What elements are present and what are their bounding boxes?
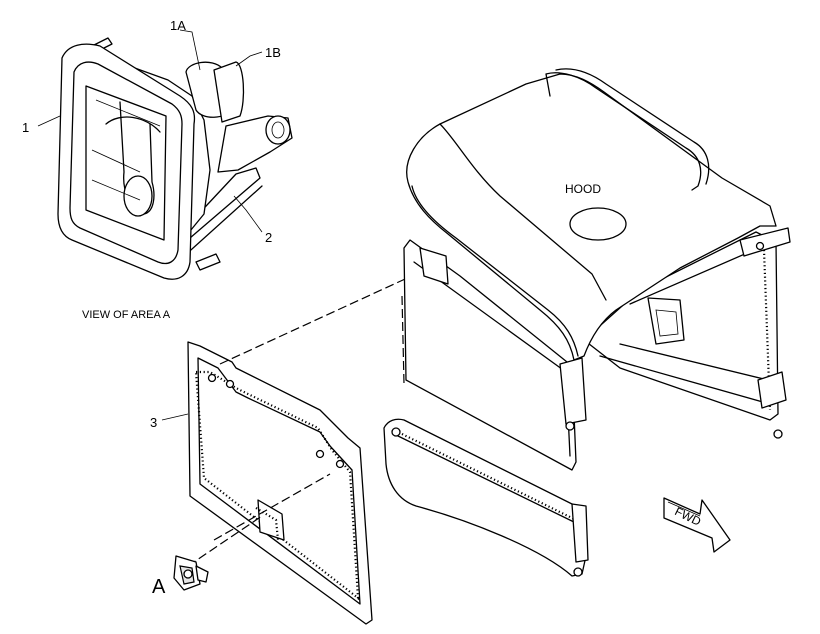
fwd-arrow-shape xyxy=(663,497,731,553)
align-line-3 xyxy=(401,295,405,385)
callout-1b: 1B xyxy=(265,45,281,60)
lamp-nut xyxy=(265,115,291,145)
gasket-cutout xyxy=(257,499,285,541)
area-a-lamp xyxy=(173,555,209,591)
lamp-bezel xyxy=(57,43,196,280)
gasket-perforation xyxy=(194,370,360,601)
lamp-bulb xyxy=(123,175,153,217)
align-line-2 xyxy=(213,473,331,541)
view-caption: VIEW OF AREA A xyxy=(82,309,171,321)
fwd-arrow xyxy=(663,497,731,553)
hood-enclosure xyxy=(383,68,791,577)
leader-1b xyxy=(235,51,263,67)
area-a-label: A xyxy=(152,576,166,598)
alignment-lines xyxy=(187,273,417,567)
align-line-4 xyxy=(187,515,263,567)
gasket-plate xyxy=(187,341,373,625)
lamp-assembly xyxy=(57,37,293,280)
lamp-lens-inner xyxy=(85,85,167,241)
hood-handle xyxy=(545,72,702,191)
callout-2: 2 xyxy=(265,230,272,245)
callout-3: 3 xyxy=(150,415,157,430)
hood-opening xyxy=(569,207,627,241)
leader-2 xyxy=(233,195,263,233)
lamp-stud-bottom xyxy=(195,253,221,271)
lamp-housing-cap xyxy=(213,61,245,123)
leader-1 xyxy=(37,115,61,127)
lamp-bracket xyxy=(175,167,263,259)
leader-1a xyxy=(179,29,201,71)
callout-1: 1 xyxy=(22,120,29,135)
lamp-leaders xyxy=(37,29,263,233)
align-line-1 xyxy=(219,273,417,365)
leader-3 xyxy=(161,413,189,421)
callout-1a: 1A xyxy=(170,18,186,33)
lamp-lens-outer xyxy=(69,61,183,265)
gasket-outer xyxy=(187,341,373,625)
hood-lower-cover xyxy=(383,418,587,577)
lamp-filament-loop xyxy=(105,116,161,133)
hood-label: HOOD xyxy=(565,182,601,196)
